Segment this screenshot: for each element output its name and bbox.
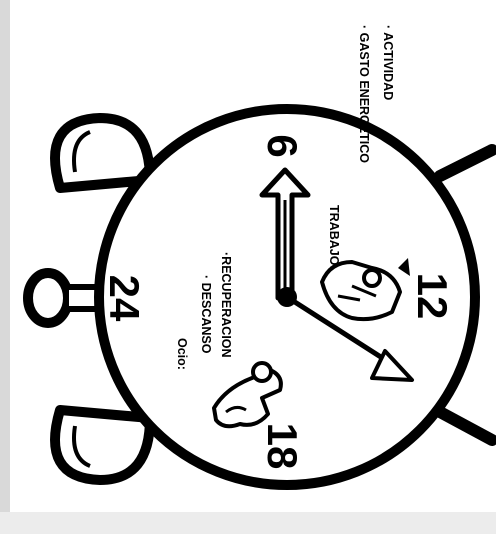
trabajo-item-actividad: · ACTIVIDAD: [381, 25, 395, 100]
ocio-title: Ocio:: [175, 338, 189, 370]
number-6: 6: [259, 134, 306, 157]
bottom-bell-icon: [55, 410, 150, 480]
ocio-item-recuperacion: ·RECUPERACION: [219, 252, 233, 358]
trabajo-item-gasto: · GASTO ENERGETICO: [357, 25, 371, 163]
ocio-item-descanso: · DESCANSO: [199, 275, 213, 354]
number-12: 12: [409, 273, 456, 320]
center-pivot: [277, 287, 297, 307]
number-18: 18: [259, 423, 306, 470]
number-24: 24: [101, 275, 148, 322]
top-leg: [440, 150, 492, 176]
trabajo-title: TRABAJO:: [327, 205, 341, 270]
bottom-leg: [440, 412, 492, 440]
